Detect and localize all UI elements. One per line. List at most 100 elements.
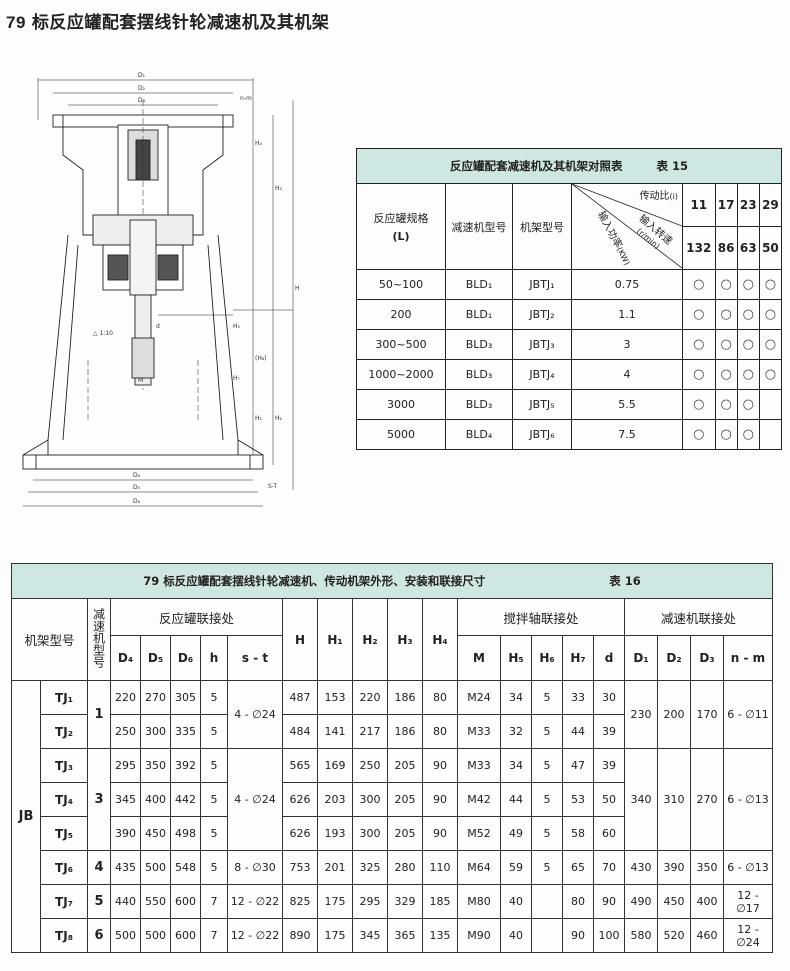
t16-cell-H: 626 <box>282 816 318 851</box>
t16-col-d: d <box>593 635 625 681</box>
t15-volume: 1000~2000 <box>356 359 446 390</box>
t16-col-H3: H₃ <box>387 598 423 681</box>
t15-header-reducer: 减速机型号 <box>445 183 513 270</box>
t16-cell-H1: 175 <box>317 884 353 919</box>
t15-speed-2: 86 <box>714 226 738 270</box>
frame-drawing: D₁ D₂ D₃ n-m H₄ H₃ H (H₆) H₅ H₇ d △ 1:10… <box>22 72 300 507</box>
t16-col-D2: D₂ <box>657 635 691 681</box>
t16-cell-D2: 520 <box>657 918 691 953</box>
t15-ratio-label: 传动比(i) <box>639 191 678 202</box>
t15-mark-cell: ○ <box>758 299 783 330</box>
t15-volume: 300~500 <box>356 329 446 360</box>
available-circle-icon: ○ <box>693 367 705 382</box>
dimensions-table: 79 标反应罐配套摆线针轮减速机、传动机架外形、安装和联接尺寸 表 16 机架型… <box>11 563 773 953</box>
drawing-label-d6: D₆ <box>133 498 141 505</box>
drawing-label-h1: H₁ <box>255 415 263 422</box>
t15-mark-cell: ○ <box>758 329 783 360</box>
drawing-label-h2: H₂ <box>275 415 283 422</box>
t16-cell-H3: 329 <box>387 884 423 919</box>
t15-speed-3: 63 <box>736 226 760 270</box>
t16-cell-H3: 205 <box>387 748 423 783</box>
available-circle-icon: ○ <box>742 337 754 352</box>
t16-cell-H: 565 <box>282 748 318 783</box>
t16-cell-D6: 335 <box>170 714 201 749</box>
t16-header-frame-no: 机架型号 <box>11 598 88 681</box>
t16-cell-H2: 220 <box>352 680 388 715</box>
t16-cell-D5: 270 <box>140 680 171 715</box>
t16-cell-H3: 186 <box>387 680 423 715</box>
t16-cell-D6: 548 <box>170 850 201 885</box>
t15-frame: JBTJ₆ <box>512 419 572 450</box>
t16-cell-D6: 392 <box>170 748 201 783</box>
t16-cell-H2: 295 <box>352 884 388 919</box>
t16-cell-H5: 34 <box>500 680 532 715</box>
t15-mark-cell: ○ <box>736 269 760 300</box>
drawing-label-d5: D₅ <box>133 484 141 491</box>
t15-volume: 3000 <box>356 389 446 420</box>
t15-mark-cell: ○ <box>736 329 760 360</box>
t16-cell-h: 7 <box>200 918 228 953</box>
t16-cell-H4: 135 <box>422 918 458 953</box>
t16-cell-D4: 440 <box>110 884 141 919</box>
t16-reducer-group: 5 <box>87 884 111 919</box>
drawing-label-h5: H₅ <box>233 323 241 330</box>
t16-cell-H5: 44 <box>500 782 532 817</box>
t15-frame: JBTJ₁ <box>512 269 572 300</box>
t16-cell-D5: 500 <box>140 850 171 885</box>
t16-cell-d: 90 <box>593 884 625 919</box>
t16-cell-D5: 400 <box>140 782 171 817</box>
page-title-text: 标反应罐配套摆线针轮减速机及其机架 <box>31 13 330 33</box>
t16-cell-D1: 430 <box>624 850 658 885</box>
drawing-label-h4: H₄ <box>255 140 263 147</box>
t16-cell-M: M24 <box>457 680 501 715</box>
t16-cell-H5: 40 <box>500 918 532 953</box>
t16-cell-D1: 580 <box>624 918 658 953</box>
t16-cell-H2: 250 <box>352 748 388 783</box>
available-circle-icon: ○ <box>764 307 777 322</box>
t16-cell-d: 100 <box>593 918 625 953</box>
t15-reducer: BLD₁ <box>445 269 513 300</box>
t16-cell-H6: 5 <box>531 714 563 749</box>
t16-cell-H2: 300 <box>352 816 388 851</box>
drawing-label-d3: D₃ <box>138 97 146 104</box>
t16-col-H2: H₂ <box>352 598 388 681</box>
t16-cell-H1: 141 <box>317 714 353 749</box>
t16-header-reducer: 减速机联接处 <box>624 598 773 636</box>
t16-model: TJ₇ <box>40 884 88 919</box>
t16-cell-nm: 12 - ∅17 <box>723 884 773 919</box>
drawing-label-d4: D₄ <box>133 472 141 479</box>
t16-cell-st: 12 - ∅22 <box>227 918 283 953</box>
t16-cell-D2: 310 <box>657 748 691 851</box>
t16-cell-H1: 169 <box>317 748 353 783</box>
t16-cell-D5: 550 <box>140 884 171 919</box>
t15-power: 7.5 <box>571 419 683 450</box>
t16-cell-D5: 500 <box>140 918 171 953</box>
t16-col-H6: H₆ <box>531 635 563 681</box>
t16-model: TJ₃ <box>40 748 88 783</box>
t16-cell-D6: 305 <box>170 680 201 715</box>
available-circle-icon: ○ <box>720 277 732 292</box>
t16-cell-D3: 460 <box>690 918 724 953</box>
drawing-label-h7: H₇ <box>233 375 241 382</box>
t16-cell-D5: 450 <box>140 816 171 851</box>
t16-cell-H3: 205 <box>387 782 423 817</box>
t16-cell-H4: 80 <box>422 714 458 749</box>
t16-cell-H5: 40 <box>500 884 532 919</box>
t15-mark-cell: ○ <box>736 299 760 330</box>
t15-mark-cell: ○ <box>682 389 716 420</box>
t16-cell-d: 30 <box>593 680 625 715</box>
t16-cell-D4: 250 <box>110 714 141 749</box>
t15-speed-1: 132 <box>682 226 716 270</box>
t16-cell-D6: 442 <box>170 782 201 817</box>
t16-cell-M: M33 <box>457 748 501 783</box>
t16-header-reducer-no: 减速机型号 <box>87 598 111 681</box>
table16-number: 表 16 <box>609 574 641 588</box>
t16-cell-nm: 12 - ∅24 <box>723 918 773 953</box>
t16-cell-d: 39 <box>593 748 625 783</box>
